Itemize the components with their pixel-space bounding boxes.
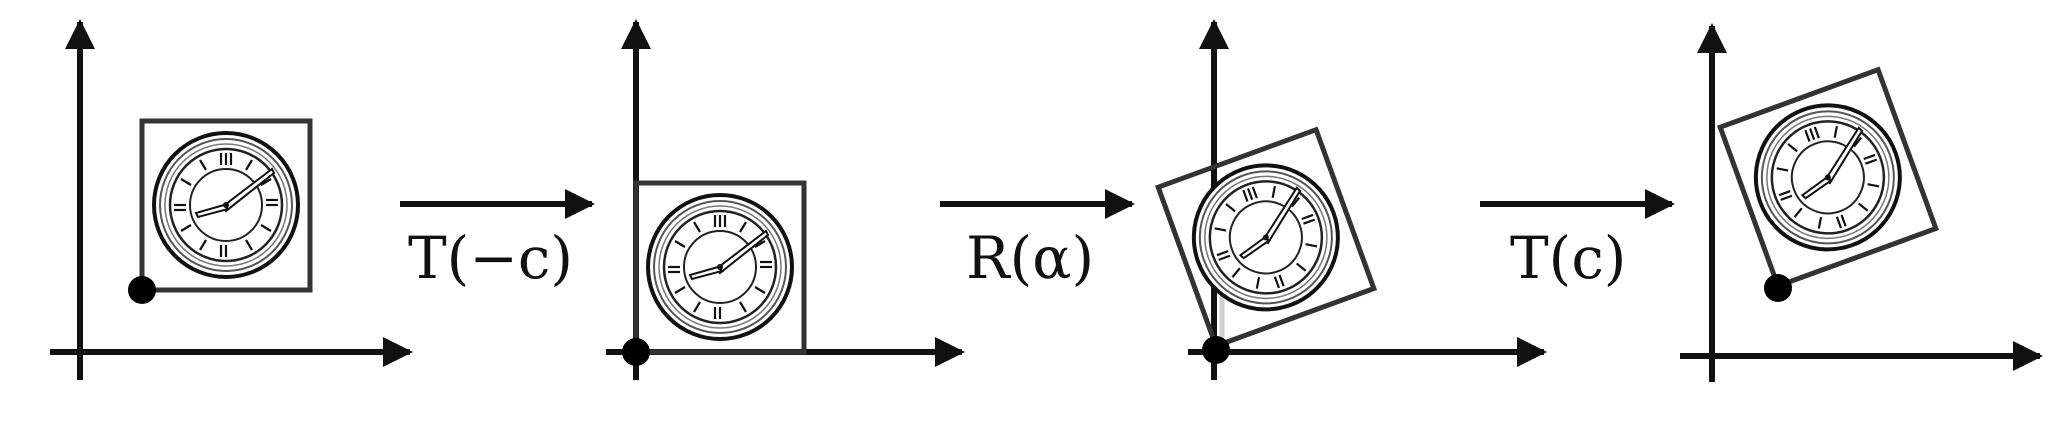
operation-rotate: R(α) xyxy=(940,189,1135,292)
operation-label: R(α) xyxy=(966,224,1094,292)
operation-label: T(c) xyxy=(1510,224,1626,292)
bounding-box xyxy=(633,180,807,355)
pivot-dot xyxy=(622,338,650,366)
bounding-box xyxy=(1154,126,1378,350)
operation-translate-negative: T(−c) xyxy=(400,189,595,292)
bounding-box xyxy=(139,118,313,293)
operation-label: T(−c) xyxy=(408,224,573,292)
bounding-box xyxy=(1716,66,1940,290)
panel-translated-to-origin xyxy=(606,19,965,380)
panel-translated-back xyxy=(1680,23,2043,382)
pivot-dot xyxy=(1764,274,1792,302)
pivot-dot xyxy=(128,276,156,304)
pivot-dot xyxy=(1202,336,1230,364)
panel-rotated xyxy=(1154,19,1547,380)
operation-translate-back: T(c) xyxy=(1480,189,1675,292)
panel-original xyxy=(50,19,413,380)
